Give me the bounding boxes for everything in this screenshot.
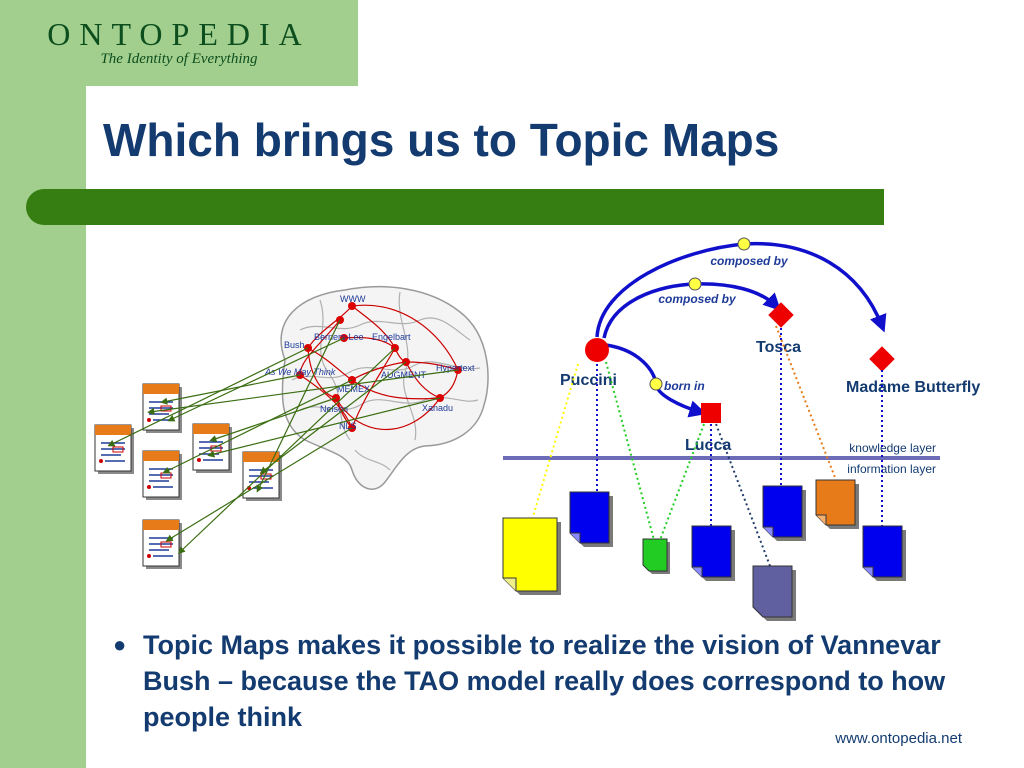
- occurrence-link: [715, 423, 771, 567]
- topic-puccini: [585, 338, 609, 362]
- topic-madame-butterfly: [869, 346, 895, 372]
- topic-label: Lucca: [685, 437, 731, 454]
- brain-label: MEMEX: [337, 384, 370, 394]
- logo-name: ONTOPEDIA: [47, 16, 311, 52]
- association-label: born in: [664, 379, 705, 393]
- occurrence-document: [642, 538, 670, 574]
- occurrence-document: [752, 565, 796, 621]
- occurrence-document: [691, 525, 735, 581]
- footer-url: www.ontopedia.net: [835, 730, 962, 747]
- topic-label: Tosca: [756, 339, 801, 356]
- association-node: [737, 237, 751, 251]
- brain-label: Bush: [284, 340, 305, 350]
- bullet-text: Topic Maps makes it possible to realize …: [143, 630, 946, 732]
- topic-lucca: [701, 403, 721, 423]
- brain-label: Engelbart: [372, 332, 411, 342]
- header-band: [0, 0, 358, 86]
- brain-illustration: [280, 285, 489, 490]
- brain-label: Hypertext: [436, 363, 475, 373]
- brain-label: Nelson: [320, 404, 348, 414]
- occurrence-link: [531, 363, 579, 521]
- brain-label: Xanadu: [422, 403, 453, 413]
- sidebar-band: [0, 0, 86, 768]
- layer-label: information layer: [847, 462, 936, 476]
- topic-tosca: [768, 302, 794, 328]
- association-label: composed by: [658, 292, 737, 306]
- association-node: [688, 277, 702, 291]
- brain-label: Berners-Lee: [314, 332, 364, 342]
- document-icon: [94, 424, 135, 475]
- brain-label: AUGMENT: [381, 370, 427, 380]
- brain-network: [299, 304, 459, 430]
- topic-map: composed by composed by born in Puccini …: [502, 237, 980, 621]
- document-icon: [142, 519, 183, 570]
- logo: ONTOPEDIA The Identity of Everything: [0, 16, 358, 68]
- occurrence-link: [659, 423, 705, 541]
- occurrence-document: [762, 485, 806, 541]
- association-label: composed by: [710, 254, 789, 268]
- bullet-marker: ●: [113, 632, 127, 657]
- document-icon: [242, 451, 283, 502]
- topic-label: Madame Butterfly: [846, 379, 980, 396]
- occurrence-document: [502, 517, 561, 595]
- topic-label: Puccini: [560, 372, 617, 389]
- occurrence-document: [862, 525, 906, 581]
- brain-label: As We May Think: [264, 367, 336, 377]
- occurrence-document: [815, 479, 859, 529]
- layer-label: knowledge layer: [849, 441, 936, 455]
- association-node: [649, 377, 663, 391]
- brain-label: NLS: [339, 421, 357, 431]
- logo-tagline: The Identity of Everything: [100, 51, 258, 67]
- document-icon: [142, 450, 183, 501]
- occurrence-document: [569, 491, 613, 547]
- title-underline-bar: [26, 189, 884, 225]
- slide-title: Which brings us to Topic Maps: [103, 114, 780, 166]
- brain-label: WWW: [340, 294, 366, 304]
- link-arrows: [107, 319, 459, 554]
- occurrence-link: [605, 361, 655, 541]
